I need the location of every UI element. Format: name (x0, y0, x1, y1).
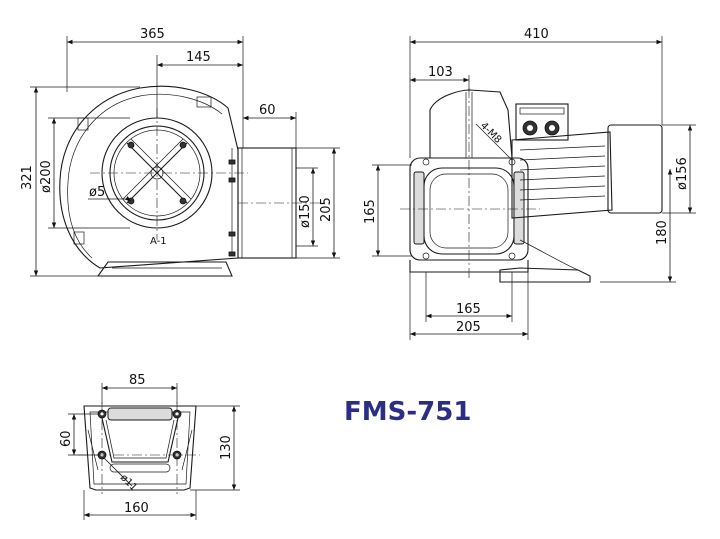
model-label: FMS-751 (344, 397, 471, 427)
dim-dia-5: ø5 (89, 185, 105, 200)
side-view: 410 103 4-M8 ø156 180 165 165 205 (363, 27, 696, 340)
dim-180: 180 (655, 220, 670, 245)
dim-85: 85 (129, 373, 146, 388)
dim-205-horizontal: 205 (456, 320, 481, 335)
dim-165-vertical: 165 (363, 199, 378, 224)
front-base (96, 261, 233, 277)
dim-dia-156: ø156 (675, 157, 690, 190)
front-view: A-1 365 145 60 321 ø200 ø5 ø150 (20, 27, 340, 277)
dim-205-front: 205 (319, 197, 334, 222)
dim-60-base: 60 (59, 430, 74, 447)
dim-160: 160 (124, 501, 149, 516)
dim-dia-200: ø200 (39, 160, 54, 193)
front-mark-label: A-1 (150, 236, 167, 247)
dim-165-horizontal: 165 (456, 302, 481, 317)
dim-103: 103 (428, 65, 453, 80)
dim-130: 130 (219, 435, 234, 460)
dim-60-front: 60 (259, 103, 276, 118)
dim-321: 321 (20, 165, 35, 190)
dim-4-m8: 4-M8 (478, 120, 503, 145)
base-view: 85 60 130 160 ø11 (59, 373, 240, 520)
dim-365: 365 (140, 27, 165, 42)
dim-145: 145 (186, 50, 211, 65)
volute-housing (59, 85, 239, 269)
dim-dia-150: ø150 (298, 195, 313, 228)
dim-410: 410 (524, 27, 549, 42)
motor-body (511, 131, 613, 219)
